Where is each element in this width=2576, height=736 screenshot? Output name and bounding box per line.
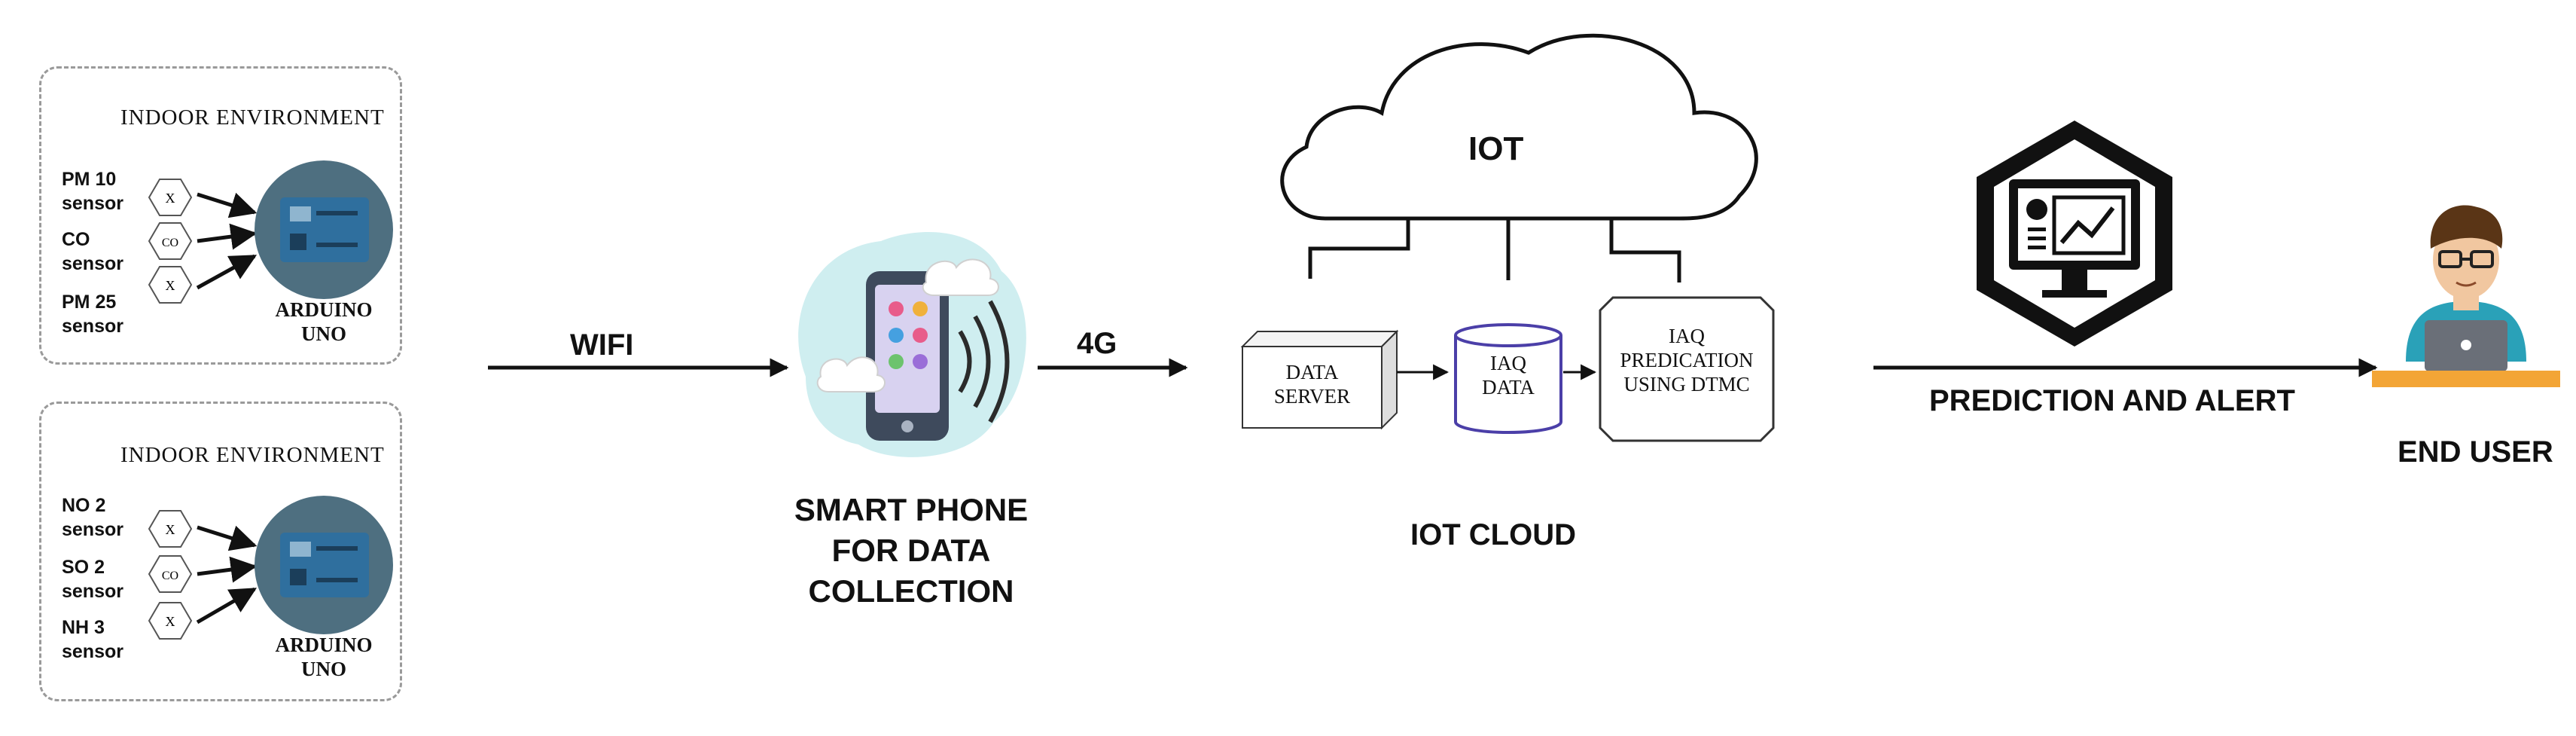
iaq-prediction-box: [1599, 296, 1775, 442]
arduino-uno-label: ARDUINO UNO: [275, 634, 373, 680]
iot-cloud-title: IOT: [1468, 130, 1524, 167]
panel-2-graphics: X CO X: [148, 496, 393, 640]
sensor-label-pm10: PM 10 sensor: [62, 169, 123, 214]
hex-sensor-icon: CO: [148, 555, 193, 593]
end-user-icon: [2372, 205, 2560, 387]
sensor-label-so2: SO 2 sensor: [62, 557, 123, 602]
iaq-data-label: IAQ DATA: [1482, 352, 1535, 399]
smartphone-icon: [798, 232, 1026, 457]
svg-text:X: X: [166, 191, 175, 206]
iot-cloud-footer: IOT CLOUD: [1410, 518, 1576, 551]
sensor-label-pm25: PM 25 sensor: [62, 292, 123, 337]
monitor-hexagon-icon: [1977, 121, 2172, 347]
end-user-label: END USER: [2398, 435, 2553, 469]
smartphone-label: SMART PHONE FOR DATA COLLECTION: [794, 492, 1029, 609]
arduino-uno-label: ARDUINO UNO: [275, 298, 373, 345]
hex-sensor-icon: X: [148, 510, 193, 548]
panel-1-graphics: X CO X: [148, 160, 393, 304]
prediction-alert-label: PREDICTION AND ALERT: [1929, 384, 2295, 417]
svg-text:CO: CO: [162, 570, 178, 582]
svg-text:X: X: [166, 278, 175, 293]
fourg-label: 4G: [1077, 327, 1117, 360]
data-server-label: DATA SERVER: [1273, 361, 1351, 408]
svg-text:X: X: [166, 614, 175, 629]
hex-sensor-icon: X: [148, 602, 193, 640]
iaq-data-cylinder: [1454, 323, 1562, 434]
sensor-arrow: [196, 587, 258, 625]
sensor-arrow: [197, 556, 258, 583]
svg-text:X: X: [166, 522, 175, 537]
hex-sensor-icon: CO: [148, 222, 193, 260]
indoor-environment-panel-2: [39, 402, 402, 701]
wifi-label: WIFI: [570, 328, 634, 362]
data-server-box: [1240, 329, 1399, 430]
arduino-board-icon: [255, 160, 393, 299]
svg-text:CO: CO: [162, 237, 178, 249]
iot-cloud-shape: [1280, 33, 1758, 221]
iaq-prediction-label: IAQ PREDICATION USING DTMC: [1620, 325, 1754, 395]
sensor-arrow: [197, 525, 258, 551]
cloud-connector: [1609, 218, 1681, 282]
panel-1-title: INDOOR ENVIRONMENT: [120, 105, 385, 130]
sensor-label-co: CO sensor: [62, 229, 123, 274]
sensor-label-nh3: NH 3 sensor: [62, 617, 123, 662]
cloud-connector: [1308, 218, 1410, 279]
sensor-arrow: [196, 254, 258, 290]
panel-2-title: INDOOR ENVIRONMENT: [120, 443, 385, 467]
sensor-arrow: [197, 223, 258, 250]
arduino-board-icon: [255, 496, 393, 634]
indoor-environment-panel-1: [39, 66, 402, 365]
hex-sensor-icon: X: [148, 179, 193, 216]
hex-sensor-icon: X: [148, 266, 193, 304]
sensor-arrow: [197, 192, 258, 218]
sensor-label-no2: NO 2 sensor: [62, 495, 123, 540]
